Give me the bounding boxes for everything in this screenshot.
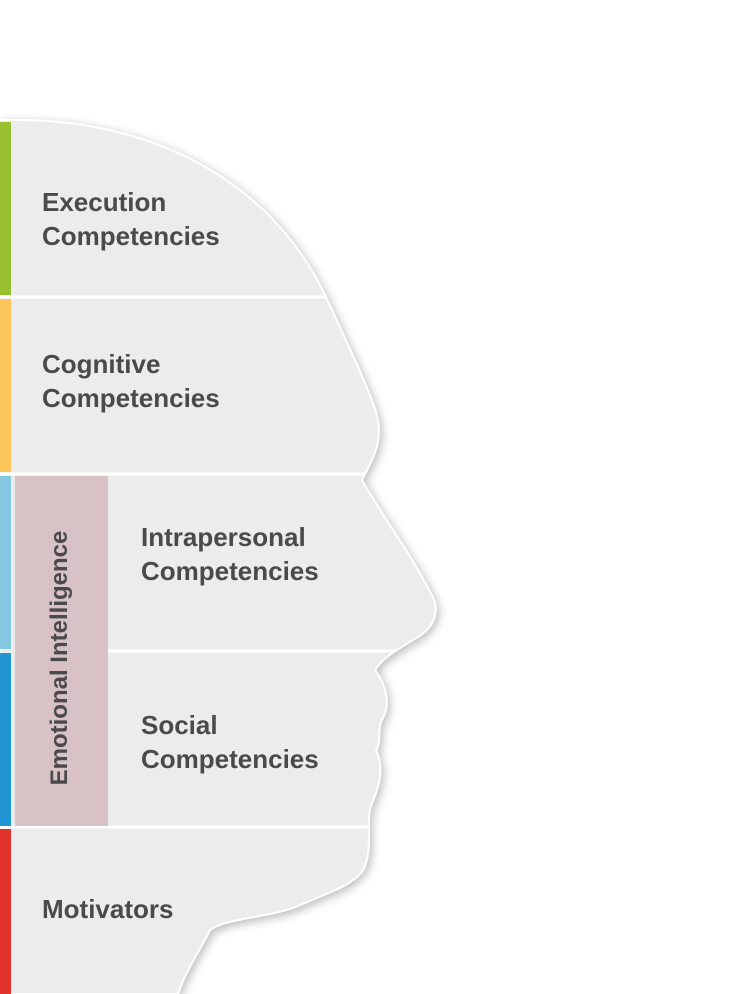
social-label-line2: Competencies (141, 744, 319, 774)
color-bar-execution (0, 122, 11, 295)
color-bar-cognitive (0, 299, 11, 472)
emotional-intelligence-box (15, 476, 108, 826)
color-bar-motivators (0, 829, 11, 994)
color-bar-social (0, 653, 11, 826)
social-label-line1: Social (141, 710, 218, 740)
cognitive-label-line2: Competencies (42, 383, 220, 413)
motivators-label-line1: Motivators (42, 894, 174, 924)
intrapersonal-label-line1: Intrapersonal (141, 522, 306, 552)
intrapersonal-competencies-label: Intrapersonal Competencies (141, 520, 319, 588)
head-shape (0, 118, 437, 994)
color-bar-intrapersonal (0, 476, 11, 649)
cognitive-competencies-label: Cognitive Competencies (42, 347, 220, 415)
execution-label-line2: Competencies (42, 221, 220, 251)
execution-label-line1: Execution (42, 187, 167, 217)
intrapersonal-label-line2: Competencies (141, 556, 319, 586)
cognitive-label-line1: Cognitive (42, 349, 161, 379)
social-competencies-label: Social Competencies (141, 708, 319, 776)
emotional-intelligence-label: Emotional Intelligence (46, 530, 73, 786)
motivators-label: Motivators (42, 892, 173, 926)
execution-competencies-label: Execution Competencies (42, 185, 220, 253)
